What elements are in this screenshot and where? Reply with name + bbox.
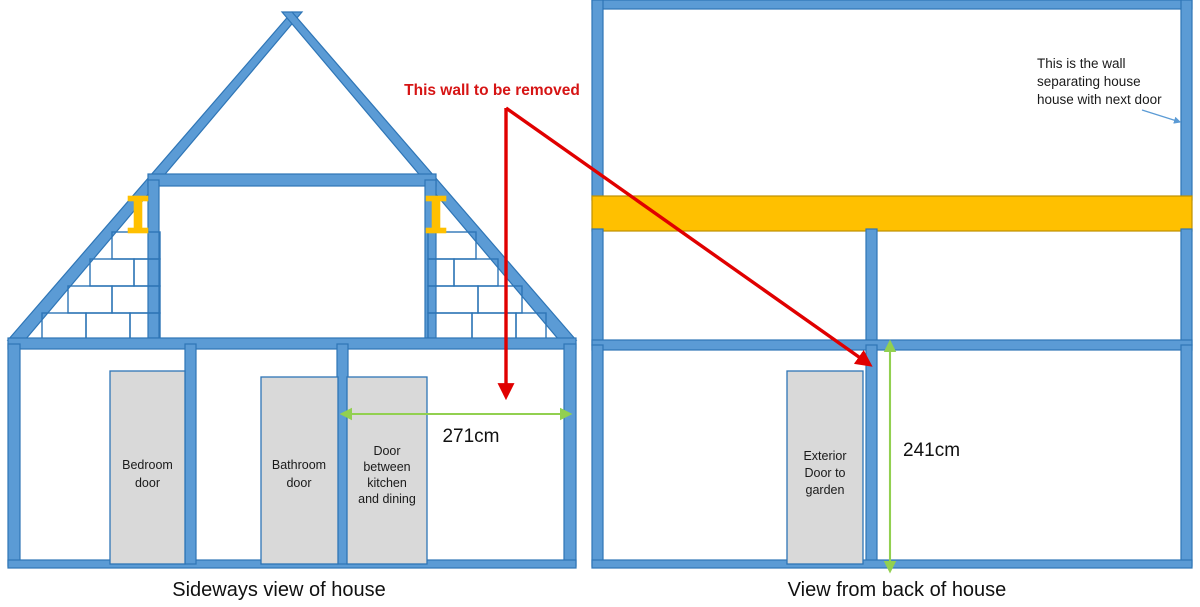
party-wall-note-line1: This is the wall — [1037, 56, 1126, 71]
back-lower-partition — [865, 344, 878, 567]
dimension-271cm-label: 271cm — [442, 426, 499, 447]
back-mid-partition — [865, 228, 878, 346]
door-exterior-label-line1: Exterior — [803, 449, 846, 463]
red-diagonal-arrow-icon — [505, 106, 873, 367]
back-mid-floor — [591, 339, 1193, 351]
ground-floor-ceiling — [7, 337, 577, 350]
door-kitchen-dining: Door between kitchen and dining — [346, 376, 428, 565]
party-wall-right — [1180, 0, 1193, 201]
left-panel-sideways-view: Bedroom door Bathroom door Door between … — [6, 11, 578, 601]
dimension-241cm-label: 241cm — [903, 440, 960, 461]
party-wall-note-line3: house with next door — [1037, 92, 1162, 107]
door-kitchen-dining-label-line1: Door — [373, 444, 400, 458]
back-lower-slab — [591, 559, 1193, 569]
wall-removal-annotation: This wall to be removed — [404, 82, 873, 401]
steel-beam-icon — [591, 195, 1193, 232]
door-exterior-garden: Exterior Door to garden — [786, 370, 864, 565]
right-panel-back-view: Exterior Door to garden 241cm This is th… — [591, 0, 1193, 601]
exterior-wall-right — [563, 343, 577, 567]
door-exterior-label-line2: Door to — [805, 466, 846, 480]
door-bedroom-label-line2: door — [135, 476, 160, 490]
back-lower-wall-right — [1180, 344, 1193, 567]
door-kitchen-dining-label-line3: kitchen — [367, 476, 407, 490]
door-kitchen-dining-label-line4: and dining — [358, 492, 416, 506]
back-mid-wall-left — [591, 228, 604, 346]
door-exterior-label-line3: garden — [806, 483, 845, 497]
door-bathroom-label-line1: Bathroom — [272, 458, 326, 472]
door-bathroom: Bathroom door — [260, 376, 339, 565]
removal-callout-label: This wall to be removed — [404, 82, 580, 99]
party-wall-note-line2: separating house — [1037, 74, 1141, 89]
partition-wall-1 — [184, 343, 197, 565]
back-mid-wall-right — [1180, 228, 1193, 346]
party-wall-note: This is the wall separating house house … — [1037, 56, 1182, 124]
door-bathroom-label-line2: door — [286, 476, 311, 490]
blue-leader-arrow-icon — [1141, 109, 1182, 124]
dimension-241cm: 241cm — [883, 339, 960, 574]
back-upper-ceiling — [591, 0, 1193, 10]
attic-ceiling-beam — [147, 173, 437, 187]
door-bedroom-label-line1: Bedroom — [122, 458, 173, 472]
door-kitchen-dining-label-line2: between — [363, 460, 410, 474]
steel-prop-left-icon — [127, 195, 149, 234]
door-bedroom: Bedroom door — [109, 370, 186, 565]
back-lower-wall-left — [591, 344, 604, 567]
steel-prop-right-icon — [425, 195, 447, 234]
caption-left-panel: Sideways view of house — [172, 579, 385, 601]
exterior-wall-left — [7, 343, 21, 567]
caption-right-panel: View from back of house — [788, 579, 1007, 601]
dimension-271cm: 271cm — [339, 407, 573, 447]
